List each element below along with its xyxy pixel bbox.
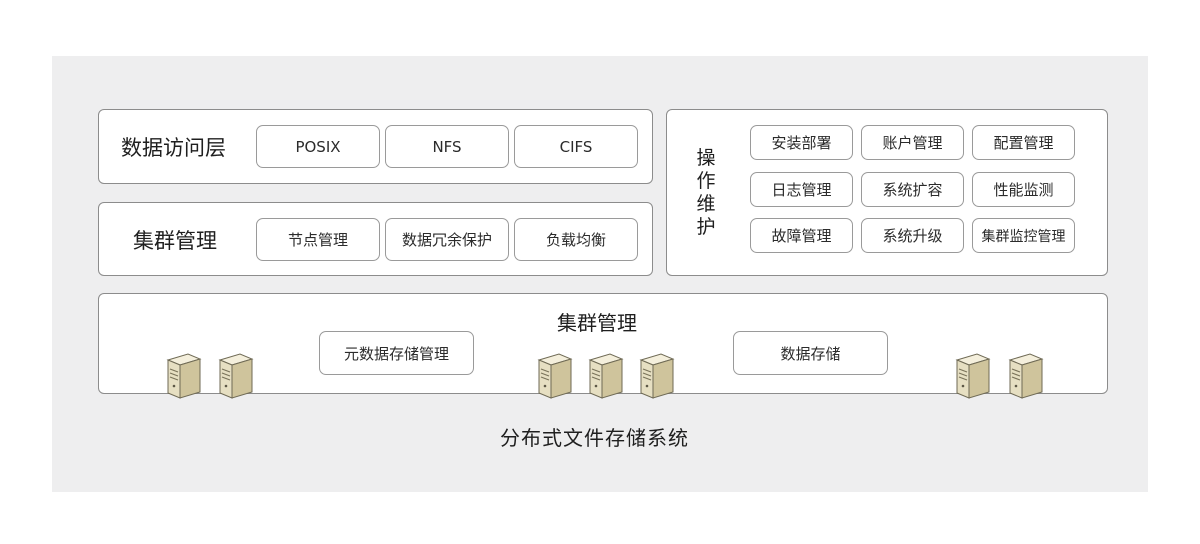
metadata-storage-mgmt: 元数据存储管理	[319, 331, 474, 375]
server-icon	[637, 350, 675, 400]
ops-accounts: 账户管理	[861, 125, 964, 160]
ops-logs: 日志管理	[750, 172, 853, 207]
protocol-posix: POSIX	[256, 125, 380, 168]
ops-cluster-monitoring: 集群监控管理	[972, 218, 1075, 253]
diagram-caption: 分布式文件存储系统	[500, 426, 689, 450]
ops-expansion: 系统扩容	[861, 172, 964, 207]
protocol-nfs: NFS	[385, 125, 509, 168]
data-storage: 数据存储	[733, 331, 888, 375]
ops-upgrade: 系统升级	[861, 218, 964, 253]
ops-title: 操 作 维 护	[696, 147, 716, 238]
protocol-cifs: CIFS	[514, 125, 638, 168]
server-icon	[535, 350, 573, 400]
ops-install: 安装部署	[750, 125, 853, 160]
cluster-mgmt-title: 集群管理	[133, 229, 217, 253]
server-icon	[1006, 350, 1044, 400]
server-icon	[586, 350, 624, 400]
load-balancing: 负载均衡	[514, 218, 638, 261]
redundancy-protection: 数据冗余保护	[385, 218, 509, 261]
server-icon	[164, 350, 202, 400]
server-icon	[953, 350, 991, 400]
ops-faults: 故障管理	[750, 218, 853, 253]
node-mgmt: 节点管理	[256, 218, 380, 261]
ops-performance: 性能监测	[972, 172, 1075, 207]
storage-cluster-title: 集群管理	[557, 311, 637, 335]
access-layer-title: 数据访问层	[121, 136, 226, 160]
server-icon	[216, 350, 254, 400]
ops-config: 配置管理	[972, 125, 1075, 160]
